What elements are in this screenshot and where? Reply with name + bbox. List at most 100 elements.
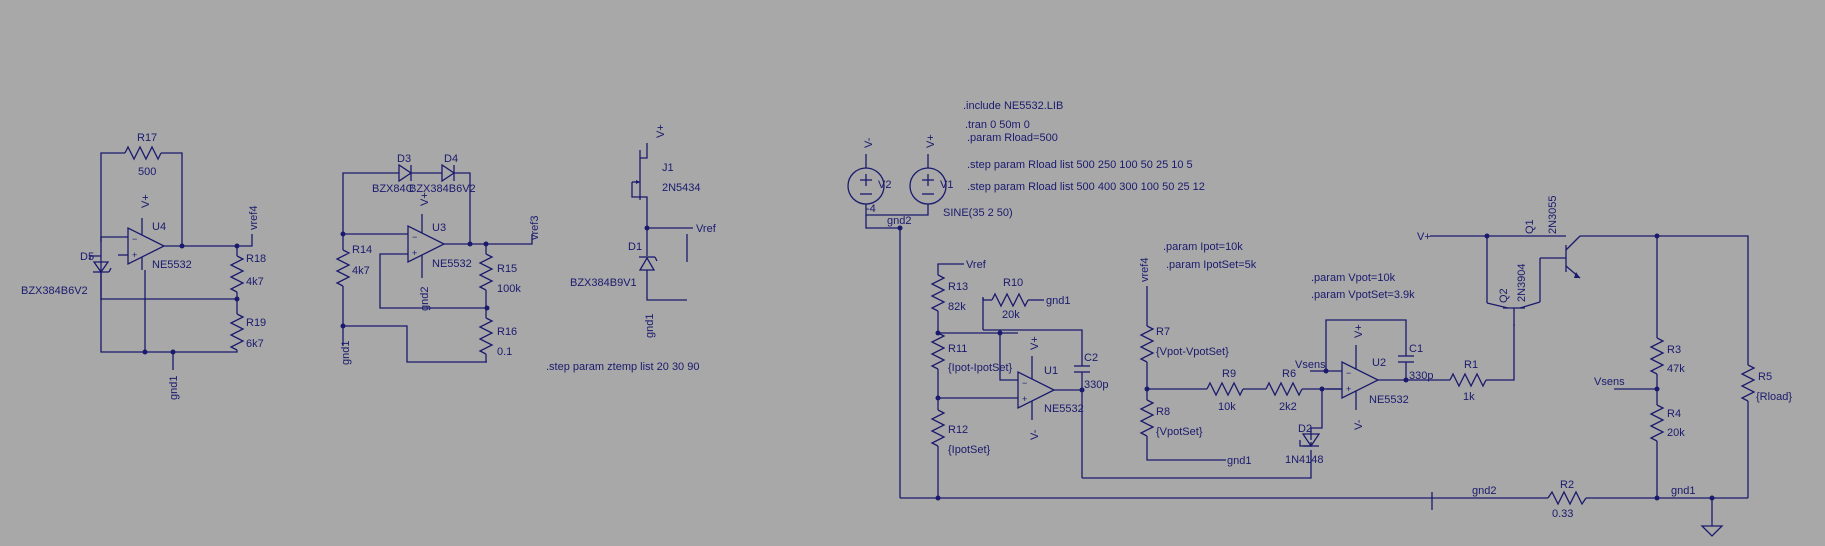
- r2-value: 0.33: [1552, 508, 1573, 520]
- j1-vplus-label: V+: [655, 124, 667, 138]
- d1-label: D1: [628, 241, 642, 253]
- vref4-net-label: vref4: [248, 206, 260, 230]
- r3-label: R3: [1667, 344, 1681, 356]
- circuit-u3-reference: − + D3 D4 BZX84C BZX384B6V2 U3 NE5532 V+…: [335, 153, 541, 365]
- directive-param-rload[interactable]: .param Rload=500: [967, 132, 1058, 144]
- u4-label: U4: [152, 221, 166, 233]
- r17-value: 500: [138, 166, 156, 178]
- d5-label: D5: [80, 251, 94, 263]
- circuit-j1-vref: V+ J1 2N5434 Vref D1 BZX384B9V1 gnd1: [570, 124, 717, 338]
- u2-vplus-label: V+: [1353, 324, 1365, 338]
- r7-label: R7: [1156, 326, 1170, 338]
- directive-param-ipotset[interactable]: .param IpotSet=5k: [1166, 259, 1257, 271]
- r12-value: {IpotSet}: [948, 444, 991, 456]
- directive-param-vpot[interactable]: .param Vpot=10k: [1311, 272, 1396, 284]
- r1-label: R1: [1464, 359, 1478, 371]
- q2-value: 2N3904: [1516, 263, 1528, 302]
- vsens-net-label-f: Vsens: [1295, 359, 1326, 371]
- svg-text:−: −: [1346, 368, 1351, 378]
- d2-label: D2: [1298, 423, 1312, 435]
- q2-label: Q2: [1498, 288, 1510, 303]
- u1-label: U1: [1044, 365, 1058, 377]
- j1-value: 2N5434: [662, 182, 701, 194]
- r19-value: 6k7: [246, 338, 264, 350]
- svg-text:+: +: [1346, 384, 1351, 394]
- r6-label: R6: [1282, 368, 1296, 380]
- r11-label: R11: [948, 343, 967, 355]
- r4-value: 20k: [1667, 427, 1685, 439]
- u3-value: NE5532: [432, 258, 472, 270]
- circuit-main-supply: V- V+ V2 -4 V1 SINE(35 2 50) gnd2 .inclu…: [847, 100, 1724, 537]
- r10-value: 20k: [1002, 309, 1020, 321]
- r16-label: R16: [497, 326, 517, 338]
- u1-value: NE5532: [1044, 403, 1084, 415]
- vref-net-label-e: Vref: [966, 259, 987, 271]
- directive-param-vpotset[interactable]: .param VpotSet=3.9k: [1311, 289, 1415, 301]
- svg-text:+: +: [412, 248, 417, 258]
- svg-text:+: +: [1022, 394, 1027, 404]
- d3-value: BZX84C: [372, 183, 414, 195]
- v1-vplus-label: V+: [925, 134, 937, 148]
- r18-label: R18: [246, 253, 266, 265]
- u2-value: NE5532: [1369, 394, 1409, 406]
- r15-label: R15: [497, 263, 517, 275]
- r14-value: 4k7: [352, 265, 370, 277]
- u3-label: U3: [432, 222, 446, 234]
- vref3-net-label: vref3: [529, 216, 541, 240]
- u3-vplus-label: V+: [419, 192, 431, 206]
- r15-value: 100k: [497, 283, 521, 295]
- r1-value: 1k: [1463, 391, 1475, 403]
- svg-text:+: +: [132, 250, 137, 260]
- v1-label: V1: [940, 179, 953, 191]
- gnd2-net-label-rail: gnd2: [1472, 485, 1496, 497]
- u1-vminus-label: V-: [1029, 429, 1041, 440]
- d3-label: D3: [397, 153, 411, 165]
- vsens-net-label-g: Vsens: [1594, 376, 1625, 388]
- r5-label: R5: [1758, 371, 1772, 383]
- c1-label: C1: [1409, 343, 1423, 355]
- vref-net-label-c: Vref: [696, 223, 717, 235]
- directive-step-2[interactable]: .step param Rload list 500 400 300 100 5…: [967, 181, 1205, 193]
- directive-tran[interactable]: .tran 0 50m 0: [965, 119, 1030, 131]
- r7-value: {Vpot-VpotSet}: [1156, 346, 1229, 358]
- r17-label: R17: [137, 132, 157, 144]
- circuit-u2-stage: .param Ipot=10k .param IpotSet=5k .param…: [1082, 241, 1515, 479]
- u4-vplus-label: V+: [140, 194, 152, 208]
- v2-label: V2: [878, 179, 891, 191]
- r6-value: 2k2: [1279, 401, 1297, 413]
- d4-value: BZX384B6V2: [409, 183, 476, 195]
- v2-value: -4: [866, 203, 876, 215]
- v1-value: SINE(35 2 50): [943, 207, 1013, 219]
- gnd2-net-label-d: gnd2: [887, 215, 911, 227]
- gnd1-net-label-c: gnd1: [644, 314, 656, 338]
- r3-value: 47k: [1667, 363, 1685, 375]
- u2-label: U2: [1372, 357, 1386, 369]
- q1-label: Q1: [1524, 219, 1536, 234]
- circuit-u4-reference: − + R17 500 U4 NE5532 V+ D5 BZX384B6V2 R…: [21, 132, 266, 400]
- directive-step-1[interactable]: .step param Rload list 500 250 100 50 25…: [967, 159, 1193, 171]
- d2-value: 1N4148: [1285, 454, 1324, 466]
- q1-value: 2N3055: [1547, 195, 1559, 234]
- r4-label: R4: [1667, 408, 1681, 420]
- directive-include[interactable]: .include NE5532.LIB: [963, 100, 1063, 112]
- v2-vminus-label: V-: [863, 137, 875, 148]
- r9-label: R9: [1222, 368, 1236, 380]
- u4-value: NE5532: [152, 259, 192, 271]
- u1-vplus-label: V+: [1029, 336, 1041, 350]
- d4-label: D4: [444, 153, 458, 165]
- gnd1-net-label-e: gnd1: [1046, 295, 1070, 307]
- j1-label: J1: [662, 162, 674, 174]
- r19-label: R19: [246, 317, 266, 329]
- directive-step-temp[interactable]: .step param ztemp list 20 30 90: [546, 361, 699, 373]
- gnd1-net-label-f: gnd1: [1227, 455, 1251, 467]
- r8-label: R8: [1156, 406, 1170, 418]
- gnd1-net-label-rail: gnd1: [1671, 485, 1695, 497]
- d1-value: BZX384B9V1: [570, 277, 637, 289]
- c2-label: C2: [1084, 352, 1098, 364]
- vref4-net-label-f: vref4: [1139, 258, 1151, 282]
- directive-param-ipot[interactable]: .param Ipot=10k: [1163, 241, 1243, 253]
- circuit-output-transistors: V+ Q1 2N3055 Q2: [1417, 195, 1792, 499]
- r16-value: 0.1: [497, 346, 512, 358]
- r11-value: {Ipot-IpotSet}: [948, 362, 1013, 374]
